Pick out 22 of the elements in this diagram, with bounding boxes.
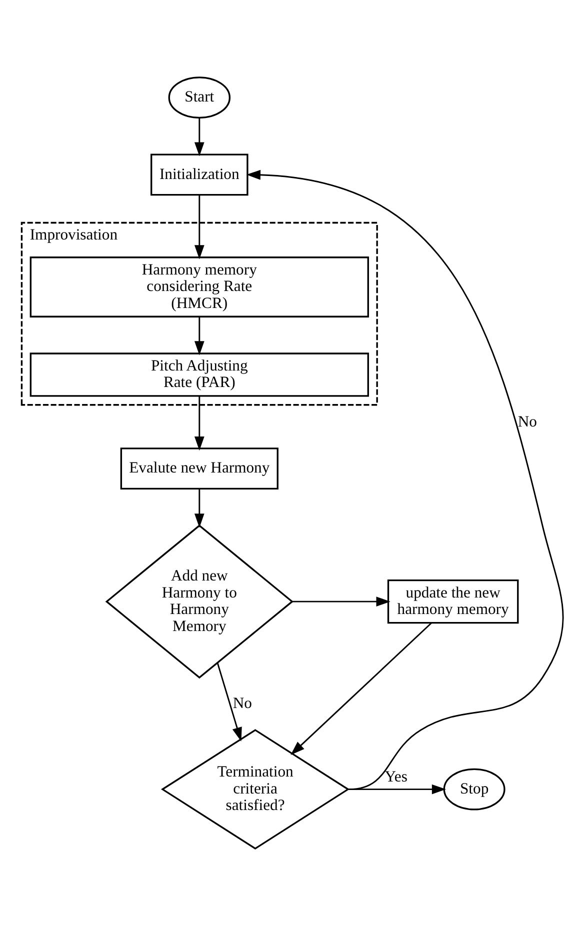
node-box: update the new harmony memory bbox=[387, 580, 519, 624]
node-box: Initialization bbox=[150, 154, 248, 196]
arrow bbox=[216, 662, 242, 742]
arrow bbox=[194, 317, 204, 356]
node-ellipse: Stop bbox=[443, 768, 506, 810]
node-box: Harmony memory considering Rate (HMCR) bbox=[30, 256, 369, 318]
node-box: Pitch Adjusting Rate (PAR) bbox=[30, 352, 369, 397]
node-diamond: Termination criteria satisfied? bbox=[160, 729, 350, 850]
arrow bbox=[194, 396, 204, 451]
edge-label: Yes bbox=[384, 768, 408, 786]
arrow bbox=[292, 596, 390, 606]
arrow bbox=[194, 118, 204, 156]
node-diamond: Add new Harmony to Harmony Memory bbox=[105, 524, 294, 679]
arrow bbox=[194, 194, 204, 260]
arrow bbox=[194, 488, 204, 528]
node-box: Evalute new Harmony bbox=[120, 448, 278, 490]
arrow bbox=[246, 170, 564, 790]
edge-label: No bbox=[518, 413, 537, 430]
node-ellipse: Start bbox=[168, 76, 231, 119]
arrow bbox=[290, 622, 432, 756]
edge-label: No bbox=[232, 694, 252, 712]
arrow bbox=[348, 784, 446, 794]
